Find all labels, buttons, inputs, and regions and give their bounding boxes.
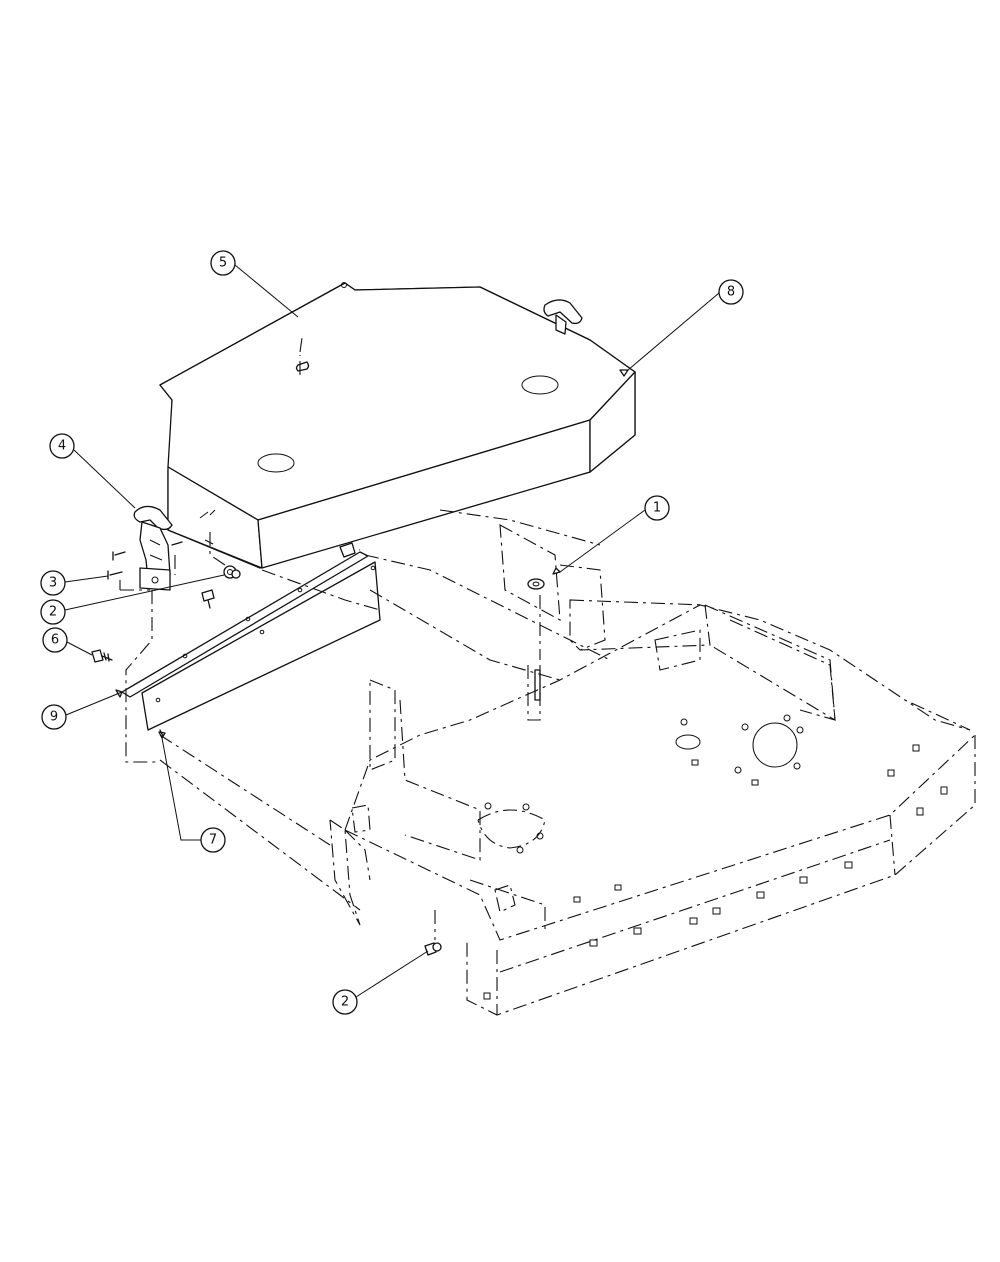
callout-7-label: 7 bbox=[209, 833, 217, 848]
callout-9-label: 9 bbox=[50, 710, 58, 725]
callout-5-label: 5 bbox=[219, 256, 227, 271]
callout-2-upper-label: 2 bbox=[49, 605, 57, 620]
callout-1-label: 1 bbox=[653, 501, 661, 516]
callout-8: 8 bbox=[627, 279, 744, 371]
callout-8-label: 8 bbox=[727, 285, 735, 300]
callout-9: 9 bbox=[41, 691, 123, 730]
callout-2-upper: 2 bbox=[40, 574, 225, 625]
deck-cover bbox=[159, 282, 636, 569]
callout-1: 1 bbox=[559, 495, 670, 573]
bolt-item-6 bbox=[91, 649, 113, 663]
callout-3-label: 3 bbox=[49, 576, 57, 591]
callout-2-lower-label: 2 bbox=[341, 995, 349, 1010]
callout-5: 5 bbox=[210, 250, 299, 318]
hex-nut-upper bbox=[223, 565, 241, 579]
callout-3: 3 bbox=[40, 570, 109, 596]
callout-4-label: 4 bbox=[58, 439, 66, 454]
callout-2-lower: 2 bbox=[332, 950, 429, 1015]
callout-7: 7 bbox=[161, 737, 226, 853]
mower-deck bbox=[329, 524, 976, 1016]
callout-4: 4 bbox=[49, 433, 136, 509]
bolt-under-latch bbox=[201, 589, 215, 609]
assembly-lines bbox=[119, 337, 611, 940]
hex-nut-lower bbox=[424, 942, 442, 956]
callout-6: 6 bbox=[42, 627, 93, 656]
latch-assembly bbox=[107, 505, 216, 591]
callout-6-label: 6 bbox=[51, 633, 59, 648]
cover-knob bbox=[543, 299, 583, 335]
washer-item-1 bbox=[527, 578, 545, 701]
front-plate bbox=[141, 561, 381, 737]
